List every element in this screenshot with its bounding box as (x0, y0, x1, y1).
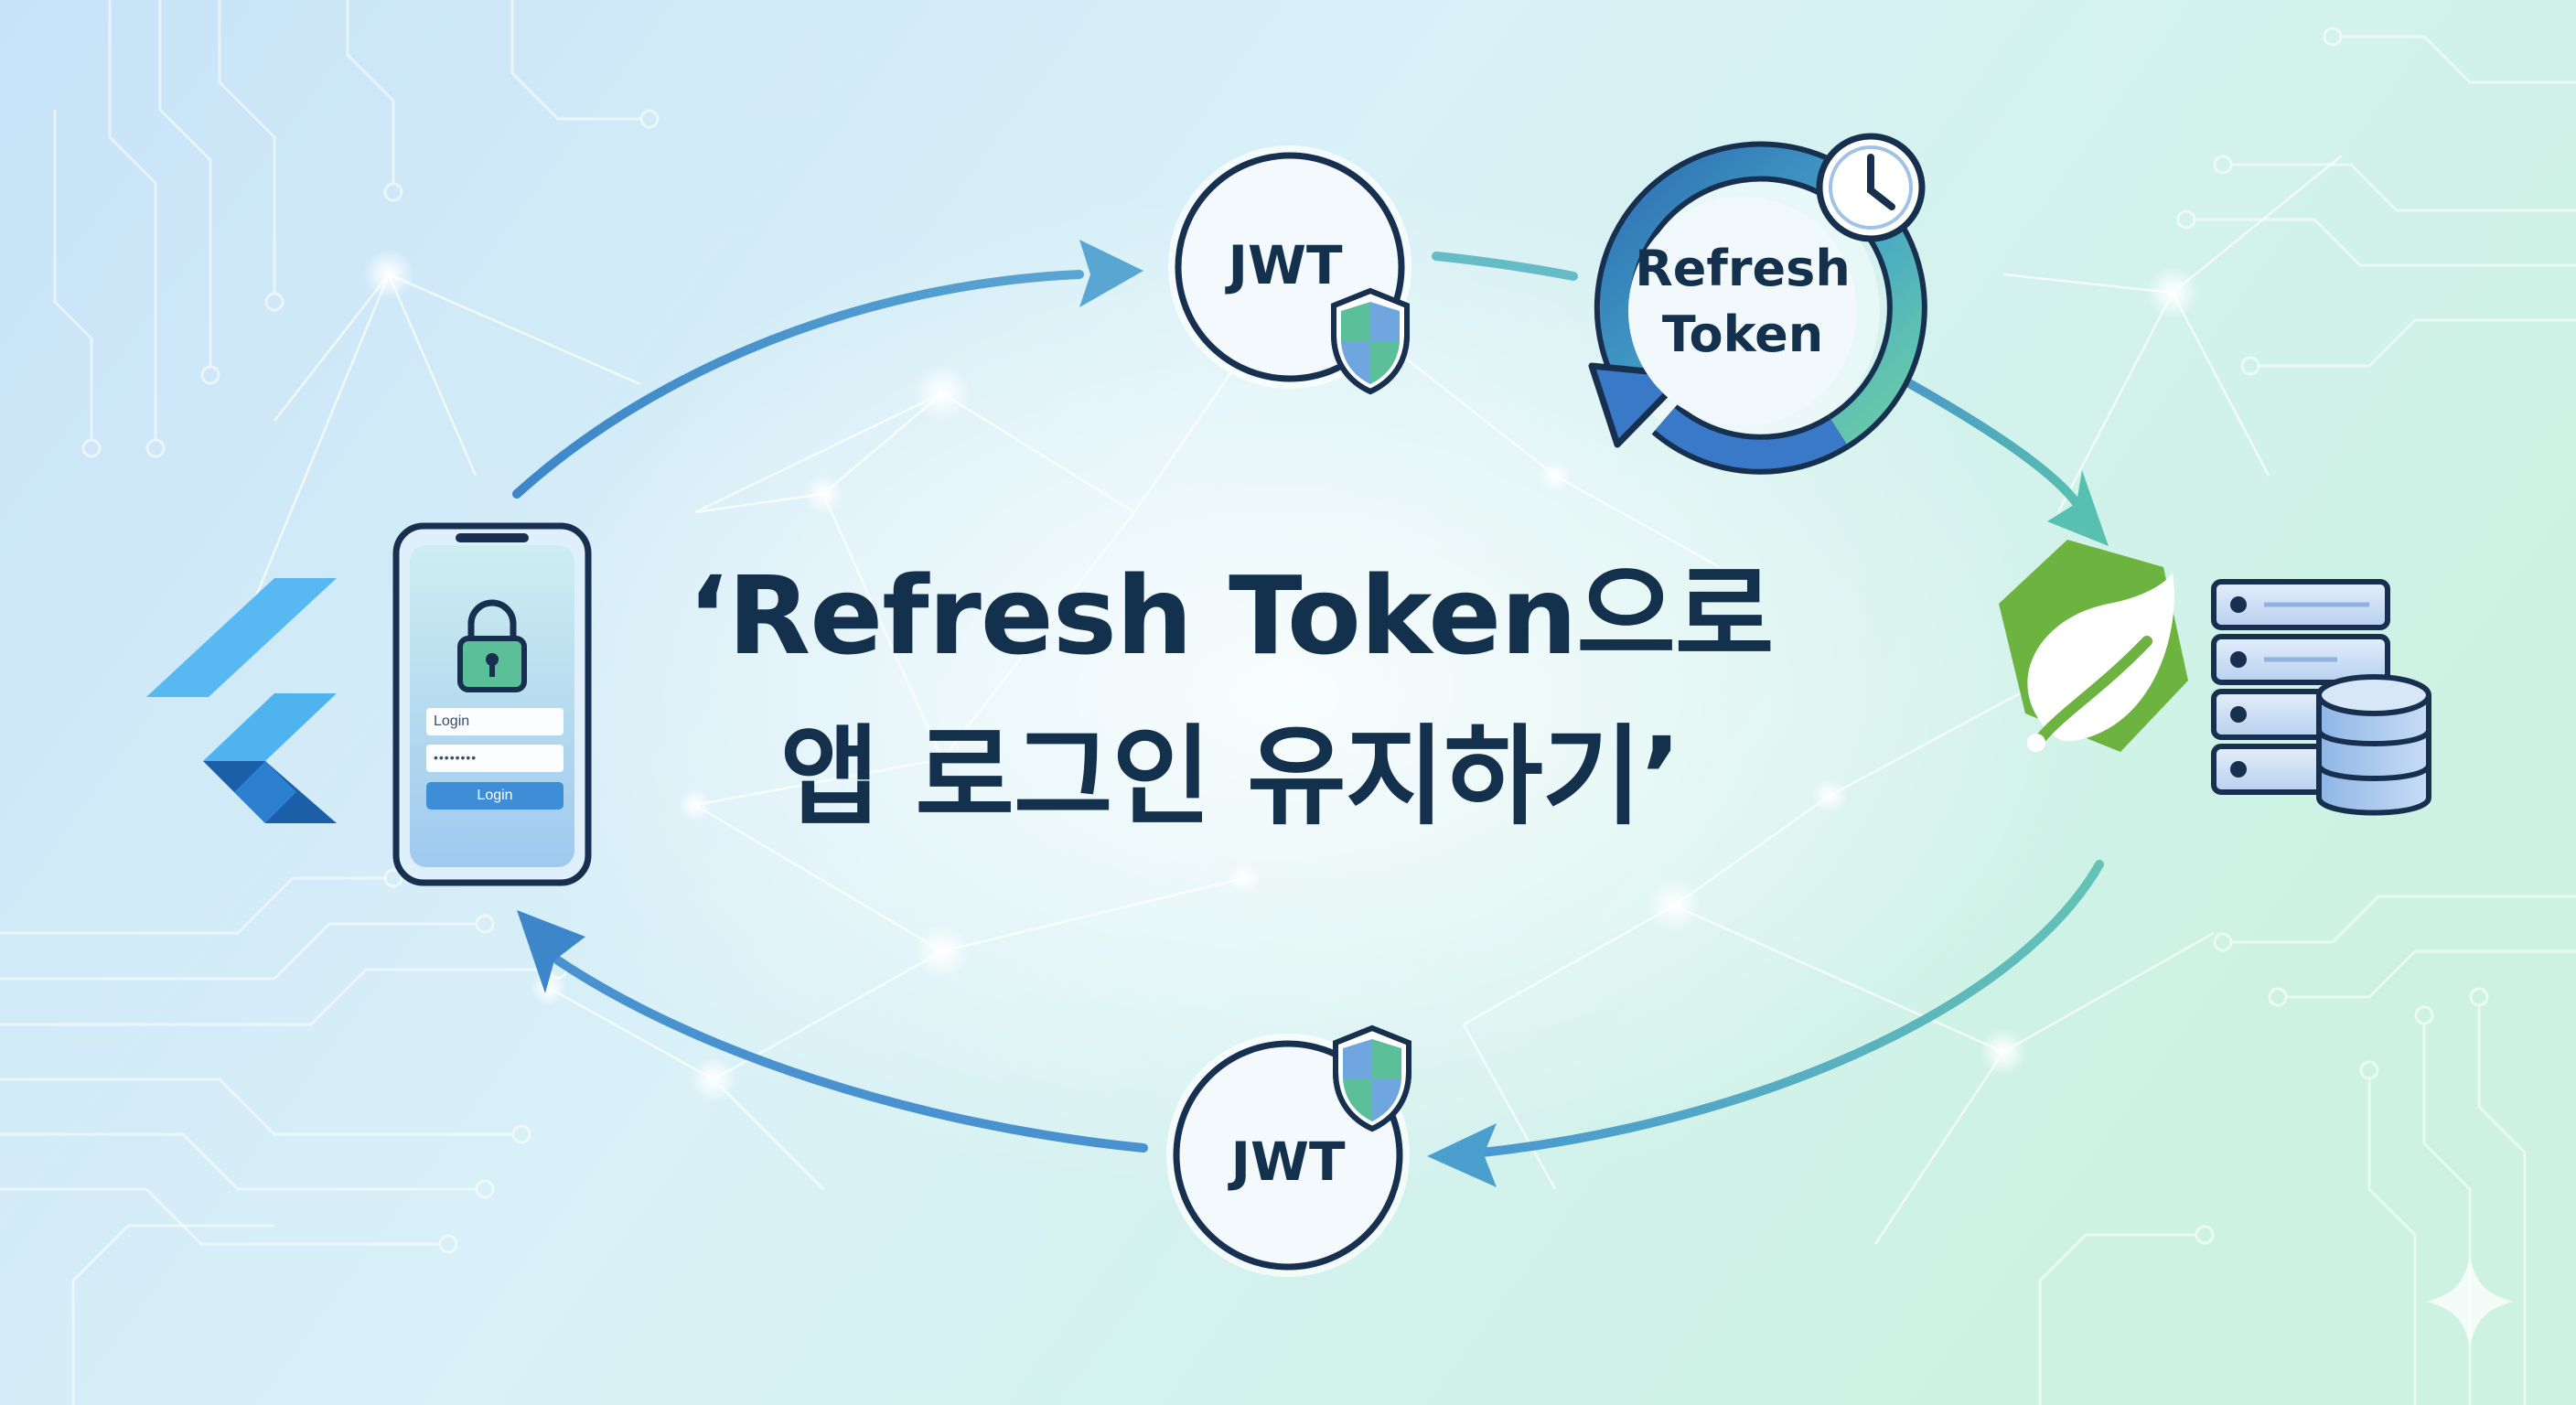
phone-login-field-box (426, 708, 564, 735)
arrow-server-to-jwt (1477, 860, 2104, 1157)
lock-icon (457, 599, 527, 692)
arrow-phone-to-jwt (512, 270, 1084, 499)
shield-icon-bottom (1333, 1024, 1411, 1132)
clock-icon (1816, 133, 1926, 242)
jwt-bottom-label: JWT (1227, 1131, 1346, 1193)
glow-dots (363, 249, 2200, 1103)
circuit-traces-left (0, 0, 640, 1405)
spring-logo-icon (1999, 540, 2188, 752)
arrow-head-left (517, 910, 585, 993)
phone-password-field-box (426, 745, 564, 772)
arrow-head-right (2047, 470, 2109, 546)
refresh-label-line1: Refresh (1635, 240, 1851, 297)
arrow-head-top (1079, 240, 1143, 307)
main-title: ‘Refresh Token으로 앱 로그인 유지하기’ (549, 535, 1912, 857)
arrow-refresh-to-server (1898, 375, 2081, 508)
jwt-top-label: JWT (1224, 234, 1343, 296)
arrow-head-bottom (1427, 1123, 1497, 1187)
flutter-logo-icon (146, 578, 337, 823)
phone-password-field[interactable]: •••••••• (434, 750, 478, 765)
shield-icon (1331, 287, 1410, 395)
title-line-1: ‘Refresh Token으로 (687, 552, 1775, 679)
sparkle-icon (2426, 1258, 2514, 1346)
refresh-cycle-icon: Refresh Token (1588, 141, 1927, 475)
database-icon (2316, 674, 2431, 816)
arrow-jwt-to-phone (553, 956, 1148, 1153)
refresh-label-line2: Token (1662, 306, 1823, 363)
title-line-2: 앱 로그인 유지하기’ (779, 713, 1681, 840)
phone-login-field[interactable]: Login (434, 713, 470, 729)
phone-login-button[interactable]: Login (426, 782, 564, 810)
arrow-jwt-to-refresh (1432, 252, 1578, 281)
